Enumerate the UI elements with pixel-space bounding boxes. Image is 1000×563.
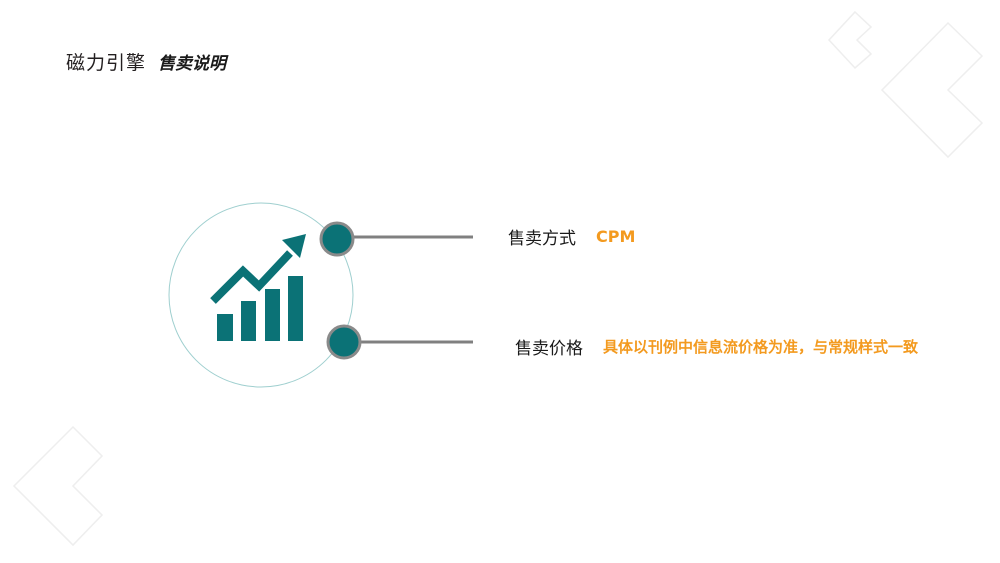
node-dot-1	[319, 221, 355, 257]
outer-ring	[168, 202, 354, 388]
chevron-shape-bottom-left	[12, 425, 104, 547]
sales-method-value: CPM	[596, 227, 636, 246]
sales-price-row: 售卖价格 具体以刊例中信息流价格为准，与常规样式一致	[515, 334, 918, 359]
small-chevron-shape	[827, 10, 873, 70]
brand-title: 磁力引擎	[66, 52, 147, 74]
sales-price-label: 售卖价格	[515, 339, 583, 359]
large-chevron-shape-top-right	[880, 21, 984, 159]
growth-chart-icon	[210, 234, 306, 341]
sales-price-value: 具体以刊例中信息流价格为准，与常规样式一致	[603, 338, 919, 356]
node-dot-2	[326, 324, 362, 360]
sales-method-label: 售卖方式	[508, 229, 576, 249]
sales-method-row: 售卖方式 CPM	[508, 224, 635, 249]
page-header: 磁力引擎 售卖说明	[66, 48, 226, 75]
page-subtitle: 售卖说明	[158, 54, 227, 74]
